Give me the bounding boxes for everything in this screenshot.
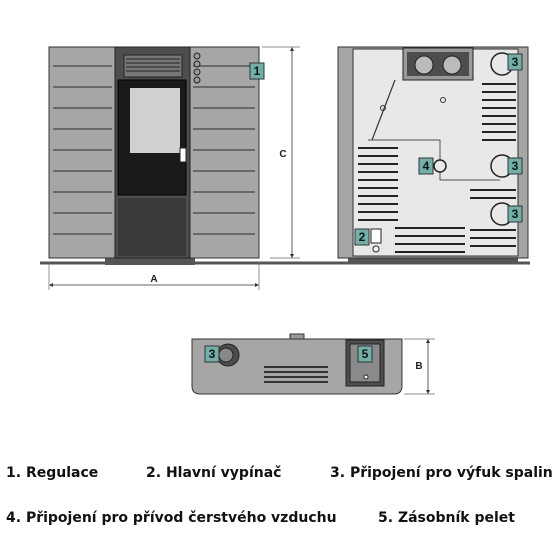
badge-5: 5	[357, 345, 373, 363]
front-door-glass	[130, 88, 180, 153]
power-socket-icon	[372, 245, 380, 253]
svg-text:3: 3	[512, 55, 519, 69]
badge-1: 1	[249, 62, 265, 80]
main-switch	[370, 228, 382, 244]
top-view-rear-tab	[289, 333, 305, 340]
dimension-a: A	[48, 262, 260, 290]
badge-3-low: 3	[507, 205, 523, 223]
dimension-c: C	[262, 46, 300, 259]
legend-item-1: 1. Regulace	[6, 465, 99, 481]
badge-2: 2	[354, 228, 370, 246]
rear-screw-2-icon	[440, 97, 446, 103]
svg-text:2: 2	[359, 230, 366, 244]
legend-item-3: 3. Připojení pro výfuk spalin	[330, 465, 553, 481]
door-handle	[179, 147, 187, 163]
fan-right-icon	[442, 55, 462, 75]
top-exhaust-inner-icon	[218, 347, 234, 363]
front-floor-plinth	[105, 257, 195, 265]
svg-text:B: B	[415, 361, 422, 372]
svg-text:3: 3	[512, 159, 519, 173]
front-grille-lines	[126, 58, 180, 72]
svg-text:5: 5	[362, 347, 369, 361]
legend-item-2: 2. Hlavní vypínač	[146, 465, 282, 481]
badge-4: 4	[418, 157, 434, 175]
rear-cable	[371, 79, 396, 141]
front-top-grille	[123, 54, 183, 78]
rear-view	[337, 46, 529, 263]
front-lower-panel	[118, 198, 186, 256]
fan-left-icon	[414, 55, 434, 75]
svg-text:C: C	[279, 149, 286, 160]
rear-floor-plinth	[348, 257, 518, 263]
dimension-b: B	[404, 338, 435, 395]
top-view-vents	[264, 366, 328, 383]
front-left-slats	[53, 65, 112, 235]
badge-3-top-view: 3	[204, 345, 220, 363]
svg-text:3: 3	[512, 207, 519, 221]
front-right-slats	[193, 65, 255, 235]
top-view	[191, 333, 403, 395]
legend-item-4: 4. Připojení pro přívod čerstvého vzduch…	[6, 510, 337, 526]
rear-bottom-vents	[395, 227, 465, 253]
svg-text:4: 4	[423, 159, 430, 173]
badge-3-mid: 3	[507, 157, 523, 175]
fresh-air-inlet-icon	[433, 159, 447, 173]
rear-left-vents	[358, 147, 398, 221]
legend-item-5: 5. Zásobník pelet	[378, 510, 515, 526]
control-buttons	[193, 52, 201, 84]
rear-right-vents-bottom	[470, 189, 516, 247]
svg-text:3: 3	[209, 347, 216, 361]
badge-3-top: 3	[507, 53, 523, 71]
front-view	[48, 46, 260, 265]
hopper-knob-icon	[363, 374, 369, 380]
svg-text:A: A	[150, 274, 157, 285]
svg-text:1: 1	[254, 64, 261, 78]
stove-diagram: 1	[40, 46, 530, 395]
rear-right-vents-top	[482, 83, 516, 141]
